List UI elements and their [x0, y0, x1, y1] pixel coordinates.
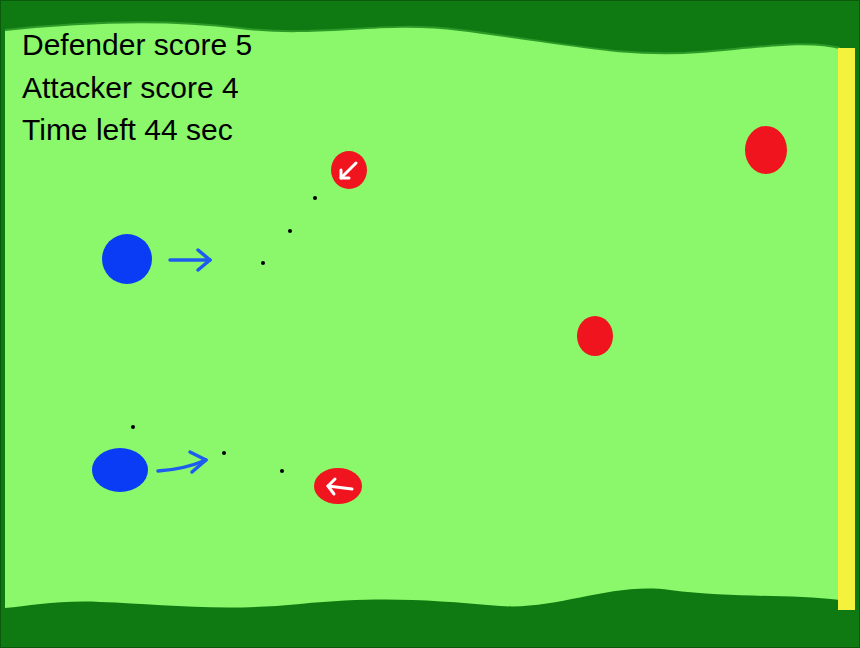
- dot: [288, 229, 292, 233]
- move-arrow: [170, 258, 210, 262]
- defender: [102, 234, 152, 284]
- dot: [222, 451, 226, 455]
- trajectory-dots: [131, 196, 317, 473]
- defender: [92, 448, 148, 492]
- move-arrows: [158, 250, 210, 472]
- hud-text: Time left 44 sec: [22, 113, 233, 147]
- attacker: [314, 468, 362, 504]
- dot: [313, 196, 317, 200]
- attacker: [577, 316, 613, 356]
- goal-line: [838, 48, 855, 610]
- attacker-arrows: [328, 163, 356, 494]
- attacker: [331, 151, 367, 189]
- direction-arrow: [341, 163, 356, 178]
- dot: [261, 261, 265, 265]
- pitch: [5, 22, 840, 608]
- arrow-head: [328, 479, 335, 494]
- dot: [131, 425, 135, 429]
- dot: [280, 469, 284, 473]
- arrow-head: [341, 170, 349, 178]
- hud-text: Defender score 5: [22, 28, 252, 62]
- arrow-head: [190, 452, 206, 472]
- attacker: [745, 126, 787, 174]
- hud-text: Attacker score 4: [22, 71, 239, 105]
- arrow-head: [198, 250, 210, 270]
